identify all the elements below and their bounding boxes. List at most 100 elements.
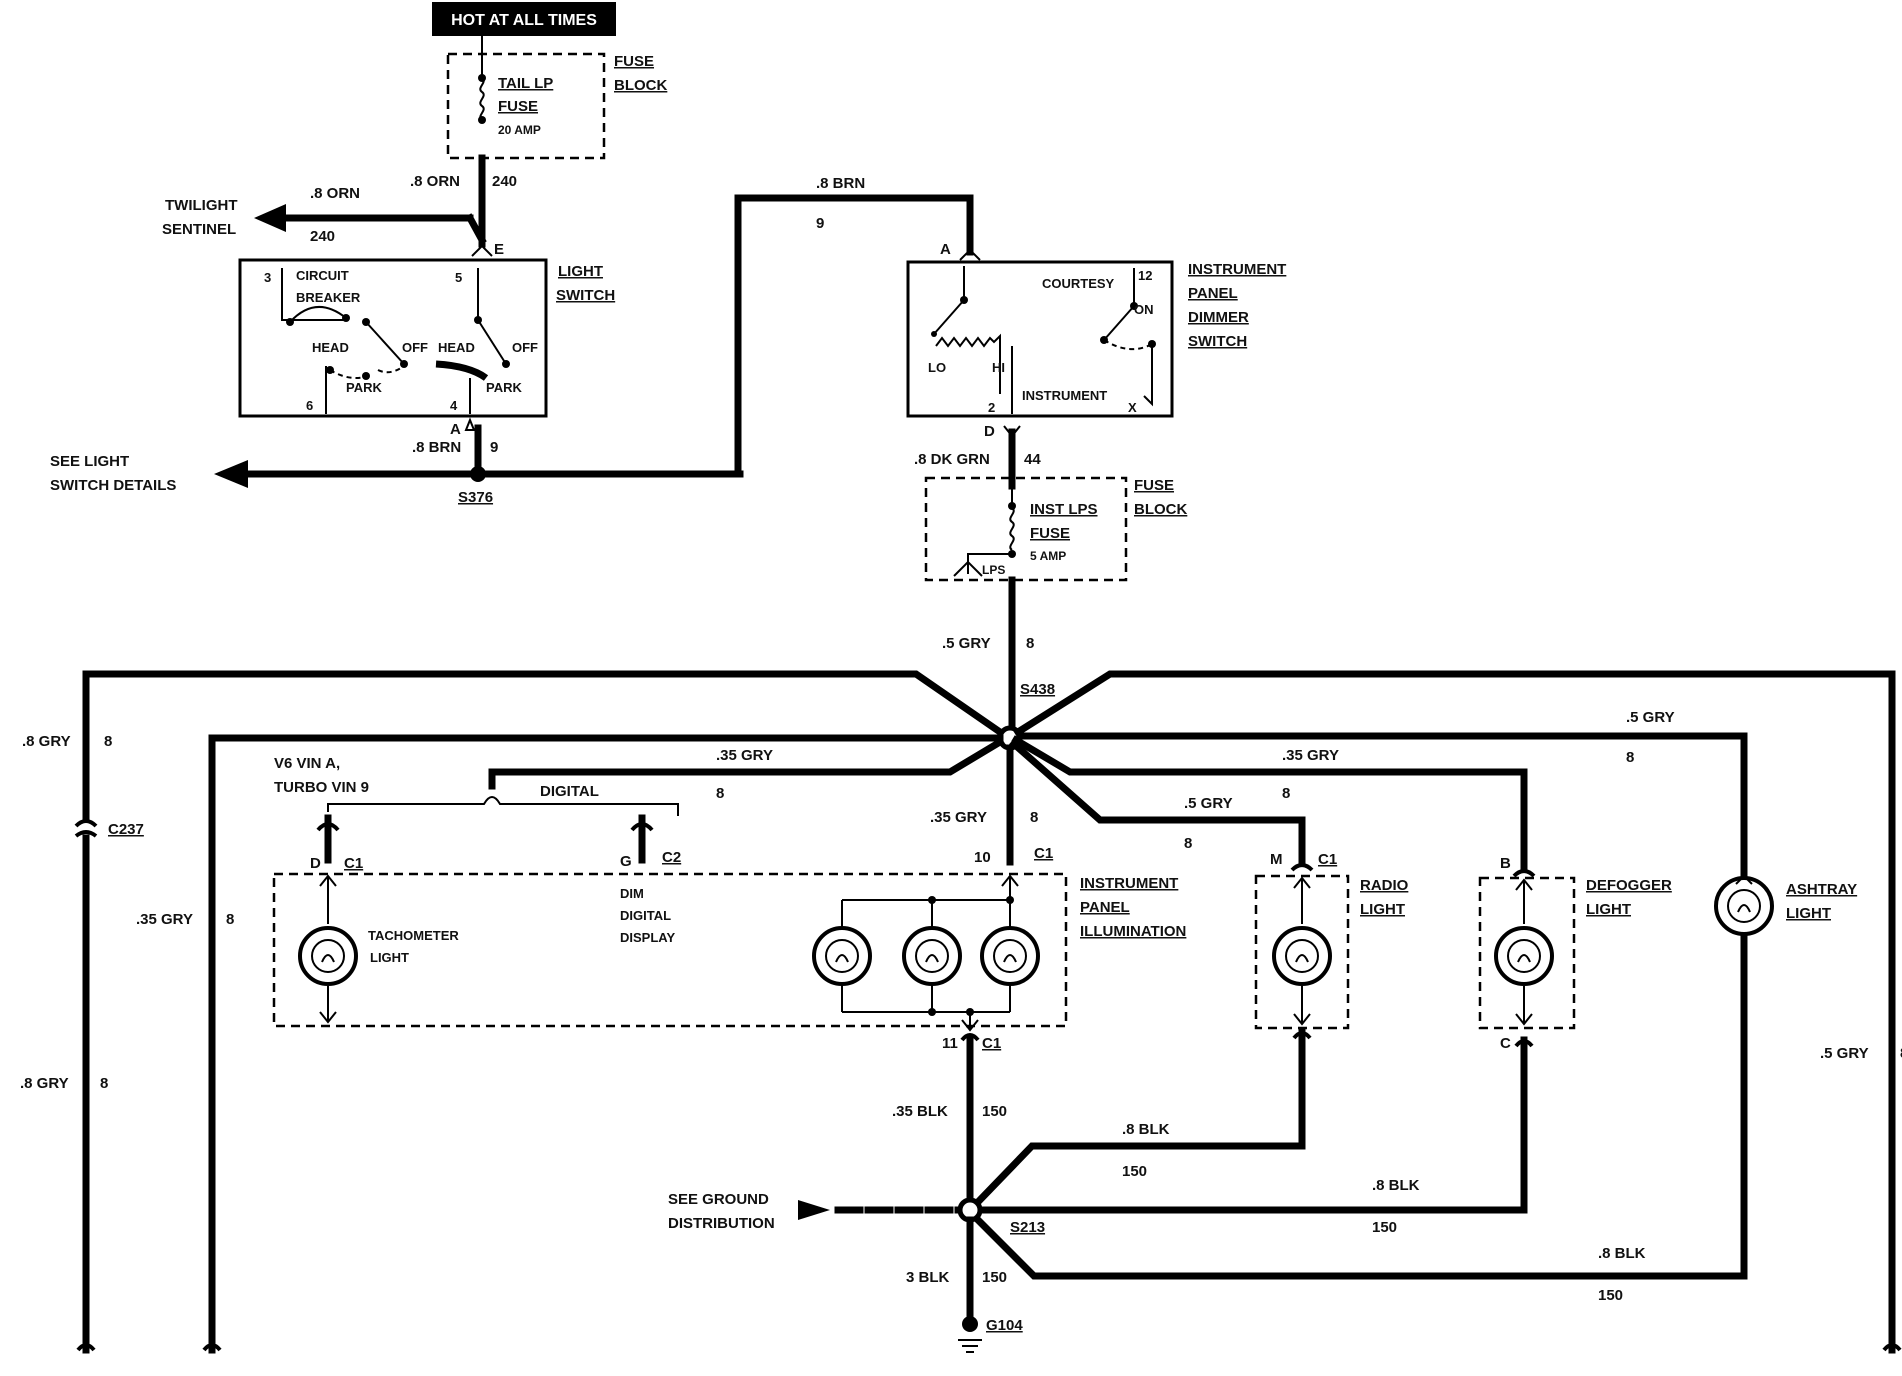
see-light-switch-label-2: SWITCH DETAILS <box>50 477 176 494</box>
vin-label-2: TURBO VIN 9 <box>274 779 369 796</box>
hot-banner-box <box>432 2 616 36</box>
g104-wire-circuit: 150 <box>982 1269 1007 1286</box>
radio-label: RADIO <box>1360 877 1409 894</box>
see-light-switch-label: SEE LIGHT <box>50 453 129 470</box>
ls-head-right: HEAD <box>438 340 475 355</box>
g104-ground-icon <box>962 1316 978 1332</box>
inst-lps-fuse-icon <box>1009 507 1015 551</box>
ip-illum-gauge: .35 GRY <box>930 809 987 826</box>
dim-digital-label: DIM <box>620 886 644 901</box>
fuse-block-mid <box>924 476 1128 582</box>
light-switch-box <box>238 258 548 418</box>
defogger-pin-top: B <box>1500 855 1511 872</box>
dimmer-hi: HI <box>992 360 1005 375</box>
feed-wire-circuit: 240 <box>492 173 517 190</box>
brn-wire-circuit: 9 <box>816 215 824 232</box>
defogger-gauge: .35 GRY <box>1282 747 1339 764</box>
ls-pin-3: 3 <box>264 270 271 285</box>
fuse-block-top-label-2: BLOCK <box>614 77 667 94</box>
gry-feed-circuit: 8 <box>1026 635 1034 652</box>
twilight-circuit: 240 <box>310 228 335 245</box>
ip-illum-conn-bottom: C1 <box>982 1035 1001 1052</box>
defogger-label: DEFOGGER <box>1586 877 1672 894</box>
ls-park-right: PARK <box>486 380 522 395</box>
left-outer-gauge-top: .8 GRY <box>22 733 71 750</box>
splice-s376-label: S376 <box>458 489 493 506</box>
defogger-label-2: LIGHT <box>1586 901 1631 918</box>
defogger-box <box>1478 876 1576 1030</box>
ip-illum-label-2: PANEL <box>1080 899 1130 916</box>
twilight-label: TWILIGHT <box>165 197 237 214</box>
right-outer-circuit: 8 <box>1900 1045 1902 1062</box>
defog-ground-gauge: .8 BLK <box>1372 1177 1420 1194</box>
left-inner-gauge: .35 GRY <box>136 911 193 928</box>
feed-wire-gauge: .8 ORN <box>410 173 460 190</box>
ip-illum-circuit: 8 <box>1030 809 1038 826</box>
inst-lps-fuse-rating: 5 AMP <box>1030 549 1066 563</box>
radio-box <box>1254 874 1350 1030</box>
dimmer-label-4: SWITCH <box>1188 333 1247 350</box>
dimmer-courtesy: COURTESY <box>1042 276 1115 291</box>
left-outer-gauge-bottom: .8 GRY <box>20 1075 69 1092</box>
ls-circuit-breaker-2: BREAKER <box>296 290 361 305</box>
splice-s438-label: S438 <box>1020 681 1055 698</box>
ls-park-left: PARK <box>346 380 382 395</box>
tach-pin: D <box>310 855 321 872</box>
light-switch-label: LIGHT <box>558 263 603 280</box>
ashtray-ground-gauge: .8 BLK <box>1598 1245 1646 1262</box>
ashtray-label: ASHTRAY <box>1786 881 1857 898</box>
dk-grn-gauge: .8 DK GRN <box>914 451 990 468</box>
fuse-block-mid-label-2: BLOCK <box>1134 501 1187 518</box>
tach-label: TACHOMETER <box>368 928 459 943</box>
radio-conn: C1 <box>1318 851 1337 868</box>
dimmer-lo: LO <box>928 360 946 375</box>
tail-lp-fuse-icon <box>479 77 485 121</box>
dimmer-pin-x: X <box>1128 400 1137 415</box>
ls-term-a: A <box>450 421 461 438</box>
tach-label-2: LIGHT <box>370 950 409 965</box>
main-ground-gauge: .35 BLK <box>892 1103 948 1120</box>
ls-off-right: OFF <box>512 340 538 355</box>
hot-banner-text: HOT AT ALL TIMES <box>451 12 597 29</box>
fuse-block-mid-label: FUSE <box>1134 477 1174 494</box>
ls-circuit-breaker: CIRCUIT <box>296 268 349 283</box>
right-outer-gauge: .5 GRY <box>1820 1045 1869 1062</box>
radio-ground-gauge: .8 BLK <box>1122 1121 1170 1138</box>
ashtray-label-2: LIGHT <box>1786 905 1831 922</box>
fuse-block-mid-lps: LPS <box>982 563 1005 577</box>
radio-ground-circuit: 150 <box>1122 1163 1147 1180</box>
tail-lp-fuse-label: TAIL LP <box>498 75 553 92</box>
ls-head-left: HEAD <box>312 340 349 355</box>
ip-illum-label-3: ILLUMINATION <box>1080 923 1186 940</box>
g104-label: G104 <box>986 1317 1023 1334</box>
dk-grn-circuit: 44 <box>1024 451 1041 468</box>
dimmer-term-a: A <box>940 241 951 258</box>
main-ground-circuit: 150 <box>982 1103 1007 1120</box>
defogger-pin-bottom: C <box>1500 1035 1511 1052</box>
digital-branch-circuit: 8 <box>716 785 724 802</box>
left-outer-circuit-bottom: 8 <box>100 1075 108 1092</box>
dimmer-term-d: D <box>984 423 995 440</box>
twilight-arrow-icon <box>254 204 286 232</box>
ashtray-gauge: .5 GRY <box>1626 709 1675 726</box>
radio-gauge: .5 GRY <box>1184 795 1233 812</box>
fuse-block-top-label: FUSE <box>614 53 654 70</box>
dimmer-instrument: INSTRUMENT <box>1022 388 1107 403</box>
ls-out-gauge: .8 BRN <box>412 439 461 456</box>
dimmer-label-2: PANEL <box>1188 285 1238 302</box>
ip-illum-pin-bottom: 11 <box>942 1035 958 1052</box>
radio-pin: M <box>1270 851 1283 868</box>
dimmer-pin-12: 12 <box>1138 268 1152 283</box>
dim-digital-label-3: DISPLAY <box>620 930 675 945</box>
ls-off-left: OFF <box>402 340 428 355</box>
twilight-label-2: SENTINEL <box>162 221 236 238</box>
defogger-circuit: 8 <box>1282 785 1290 802</box>
c237-label: C237 <box>108 821 144 838</box>
splice-s213-label: S213 <box>1010 1219 1045 1236</box>
inst-lps-fuse-label-2: FUSE <box>1030 525 1070 542</box>
radio-label-2: LIGHT <box>1360 901 1405 918</box>
ashtray-ground-circuit: 150 <box>1598 1287 1623 1304</box>
ls-out-circuit: 9 <box>490 439 498 456</box>
ip-illum-box <box>272 872 1068 1028</box>
radio-circuit: 8 <box>1184 835 1192 852</box>
